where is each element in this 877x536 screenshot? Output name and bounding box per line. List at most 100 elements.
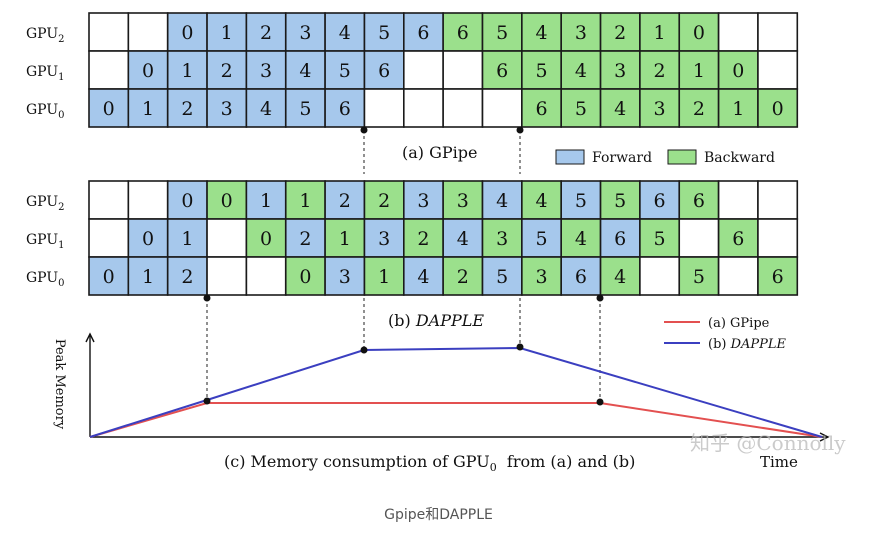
gpipe-forward-cell	[284, 50, 326, 90]
gpipe-microbatch-number: 3	[221, 98, 233, 120]
dapple-backward-cell	[757, 256, 799, 296]
dapple-microbatch-number: 6	[693, 190, 705, 212]
gpipe-forward-cell	[206, 50, 248, 90]
gpipe-forward-cell	[363, 50, 405, 90]
gpipe-microbatch-number: 3	[260, 60, 272, 82]
dapple-microbatch-number: 0	[221, 190, 233, 212]
gpipe-microbatch-number: 1	[732, 98, 744, 120]
dapple-empty-cell	[757, 180, 799, 220]
gpipe-microbatch-number: 2	[221, 60, 233, 82]
gpipe-empty-cell	[363, 88, 405, 128]
dapple-microbatch-number: 3	[339, 266, 351, 288]
dapple-microbatch-number: 3	[496, 228, 508, 250]
gpipe-microbatch-number: 3	[614, 60, 626, 82]
gpipe-microbatch-number: 6	[417, 22, 429, 44]
gpipe-empty-cell	[442, 50, 484, 90]
x-axis-arrow	[819, 432, 830, 442]
dapple-forward-cell	[481, 180, 523, 220]
dapple-microbatch-number: 0	[142, 228, 154, 250]
gpipe-microbatch-number: 4	[535, 22, 547, 44]
gpu-label-sub: 0	[58, 278, 64, 289]
dapple-microbatch-number: 5	[654, 228, 666, 250]
gpipe-empty-cell	[717, 12, 759, 52]
gpipe-microbatch-number: 6	[457, 22, 469, 44]
dapple-microbatch-number: 6	[772, 266, 784, 288]
dapple-backward-cell	[363, 180, 405, 220]
gpipe-backward-cell	[560, 88, 602, 128]
memory-marker-3	[516, 343, 524, 351]
gpipe-microbatch-number: 0	[693, 22, 705, 44]
gpipe-empty-cell	[88, 12, 130, 52]
gpipe-forward-cell	[324, 88, 366, 128]
dapple-microbatch-number: 2	[417, 228, 429, 250]
gpipe-microbatch-number: 2	[654, 60, 666, 82]
legend-forward-swatch	[555, 149, 585, 165]
legend-dapple-prefix: (b)	[708, 337, 731, 352]
dapple-microbatch-number: 5	[614, 190, 626, 212]
gpipe-microbatch-number: 5	[378, 22, 390, 44]
gpipe-empty-cell	[757, 12, 799, 52]
y-axis-label: Peak Memory	[52, 339, 67, 430]
dapple-row-label: GPU1	[26, 232, 65, 251]
memory-marker-4	[596, 398, 604, 406]
gpipe-empty-cell	[402, 88, 444, 128]
gpipe-empty-cell	[88, 50, 130, 90]
gpipe-caption: (a) GPipe	[402, 143, 477, 162]
gpipe-row-label: GPU1	[26, 64, 65, 83]
gpipe-forward-cell	[166, 50, 208, 90]
gpipe-forward-cell	[363, 12, 405, 52]
dapple-microbatch-number: 4	[535, 190, 547, 212]
gpu-label-base: GPU	[26, 232, 58, 248]
gpipe-backward-cell	[599, 12, 641, 52]
gpipe-backward-cell	[521, 50, 562, 90]
dapple-empty-cell	[757, 218, 799, 258]
gpipe-forward-cell	[88, 88, 130, 128]
dapple-forward-cell	[599, 218, 641, 258]
dapple-backward-cell	[599, 256, 641, 296]
gpipe-microbatch-number: 2	[693, 98, 705, 120]
dapple-microbatch-number: 4	[457, 228, 469, 250]
dapple-microbatch-number: 3	[417, 190, 429, 212]
memory-legend: (a) GPipe (b) DAPPLE	[664, 316, 787, 352]
dapple-backward-cell	[245, 218, 287, 258]
dapple-caption: (b) DAPPLE	[388, 311, 484, 330]
guide-markers	[203, 126, 604, 302]
dapple-microbatch-number: 6	[575, 266, 587, 288]
gpipe-forward-cell	[324, 50, 366, 90]
legend-forward-label: Forward	[592, 150, 652, 166]
dapple-forward-cell	[324, 256, 366, 296]
dapple-microbatch-number: 0	[260, 228, 272, 250]
gpipe-microbatch-number: 1	[142, 98, 154, 120]
gpipe-backward-cell	[599, 88, 641, 128]
watermark: 知乎 @Connolly	[690, 431, 846, 455]
dapple-backward-cell	[560, 218, 602, 258]
gpipe-microbatch-number: 3	[575, 22, 587, 44]
legend-dapple-label: (b) DAPPLE	[708, 337, 787, 352]
dapple-backward-cell	[324, 218, 366, 258]
dapple-empty-cell	[678, 218, 720, 258]
gpipe-backward-cell	[757, 88, 799, 128]
gpipe-microbatch-number: 1	[221, 22, 233, 44]
y-axis-arrow	[85, 332, 95, 343]
gpipe-empty-cell	[442, 88, 484, 128]
dapple-microbatch-number: 5	[535, 228, 547, 250]
dapple-backward-cell	[442, 180, 484, 220]
gpipe-microbatch-number: 6	[378, 60, 390, 82]
gpu-label-sub: 2	[58, 34, 64, 45]
dapple-microbatch-number: 6	[654, 190, 666, 212]
gpu-label-sub: 2	[58, 202, 64, 213]
dapple-backward-cell	[678, 180, 720, 220]
legend-forward: Forward	[555, 149, 652, 166]
gpipe-row-label: GPU2	[26, 26, 65, 45]
gpipe-microbatch-number: 4	[614, 98, 626, 120]
gpipe-microbatch-number: 2	[260, 22, 272, 44]
gpipe-microbatch-number: 2	[614, 22, 626, 44]
dapple-empty-cell	[88, 218, 130, 258]
dapple-caption-prefix: (b)	[388, 311, 416, 330]
dapple-microbatch-number: 0	[181, 190, 193, 212]
dapple-row-label: GPU2	[26, 194, 65, 213]
